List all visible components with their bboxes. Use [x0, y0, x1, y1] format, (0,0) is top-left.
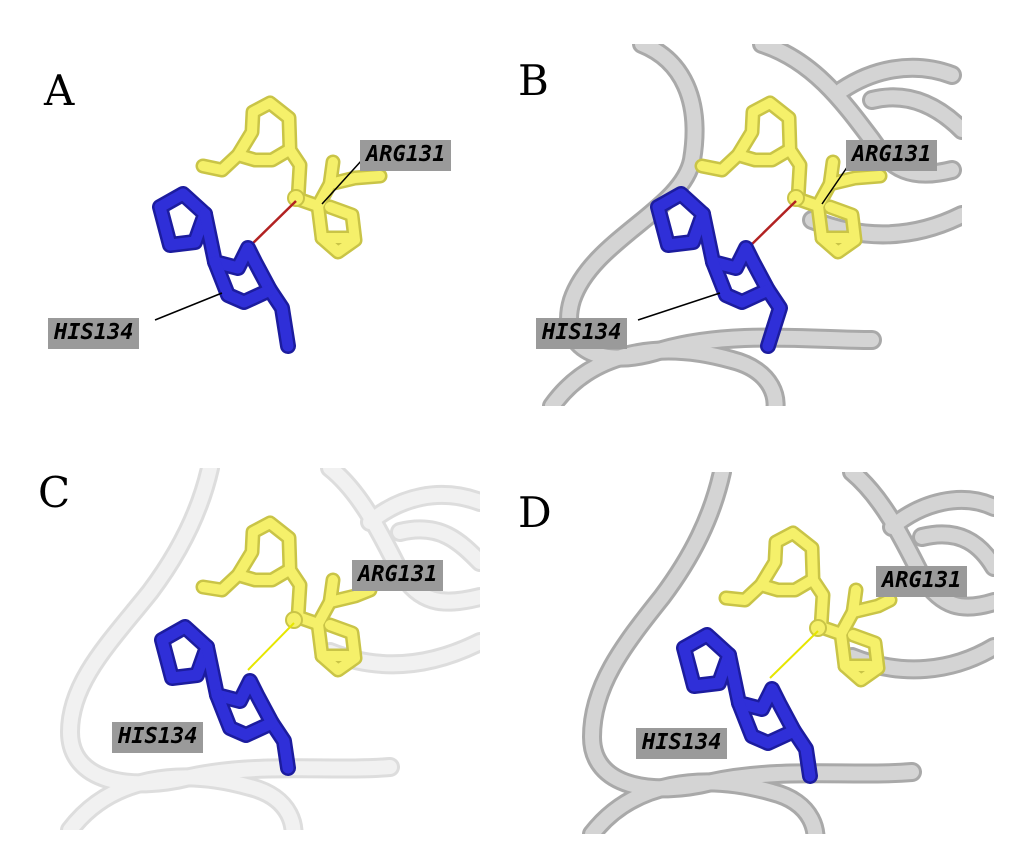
panel-a-structure [152, 95, 388, 354]
arg131-label: ARG131 [876, 566, 968, 597]
his134-leader [154, 292, 223, 321]
arg131-sticks [195, 95, 388, 260]
panel-b-structure [542, 44, 962, 406]
panel-c: C ARG131 HIS134 [0, 432, 512, 865]
backbone-ribbon [60, 468, 480, 830]
arg131-sticks [694, 95, 888, 260]
his134-sticks [676, 627, 818, 784]
arg131-leader [321, 159, 363, 205]
panel-letter-a: A [44, 66, 75, 115]
contact-line [747, 200, 797, 249]
panel-letter-b: B [518, 56, 549, 105]
his134-sticks [152, 186, 296, 354]
panel-a: A ARG131 HIS134 [0, 0, 512, 432]
his134-sticks [650, 186, 788, 354]
arg131-label: ARG131 [360, 140, 452, 171]
arg131-sticks [718, 525, 898, 688]
backbone-ribbon [542, 44, 962, 406]
his134-label: HIS134 [536, 318, 628, 349]
contact-line [247, 622, 295, 671]
panel-c-structure [60, 468, 480, 830]
his134-label: HIS134 [48, 318, 140, 349]
arg131-sticks [195, 515, 378, 678]
contact-line [247, 200, 297, 249]
his134-label: HIS134 [636, 728, 728, 759]
arg131-label: ARG131 [846, 140, 938, 171]
his134-leader [637, 292, 721, 321]
panel-d-structure [582, 472, 994, 834]
contact-line [769, 630, 819, 679]
his134-label: HIS134 [112, 722, 204, 753]
panel-letter-d: D [518, 488, 552, 537]
panel-letter-c: C [38, 468, 71, 517]
arg131-label: ARG131 [352, 560, 444, 591]
panel-d: D ARG131 HIS134 [512, 432, 1024, 865]
panel-b: B ARG131 HIS134 [512, 0, 1024, 432]
his134-sticks [154, 619, 296, 776]
